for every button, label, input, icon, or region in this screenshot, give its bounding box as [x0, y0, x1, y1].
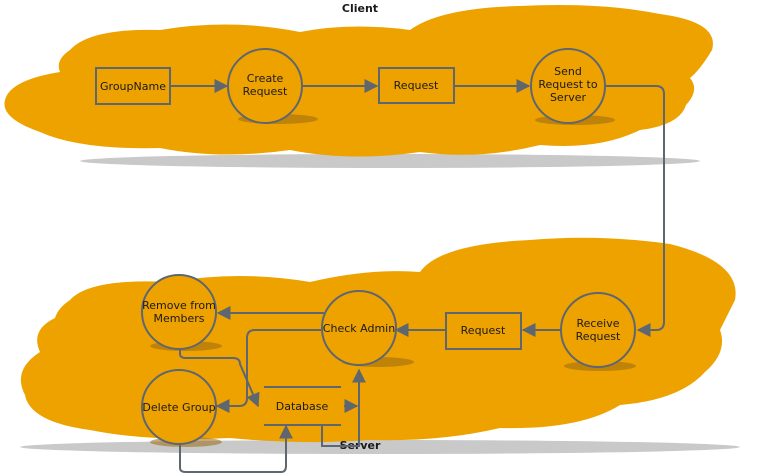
send-request-line2: Request to — [538, 78, 597, 91]
send-request-line3: Server — [550, 91, 587, 104]
receive-request-line2: Request — [576, 330, 621, 343]
create-request-line1: Create — [247, 72, 284, 85]
flow-connectors — [170, 79, 665, 473]
node-check-admin: Check Admin — [321, 290, 397, 366]
remove-members-line2: Members — [154, 312, 205, 325]
check-admin-label: Check Admin — [323, 322, 395, 335]
node-send-request: Send Request to Server — [530, 48, 606, 124]
node-client-request: Request — [378, 67, 455, 104]
receive-request-line1: Receive — [576, 317, 619, 330]
client-title: Client — [342, 2, 378, 15]
node-remove-members: Remove from Members — [141, 274, 217, 350]
create-request-line2: Request — [243, 85, 288, 98]
node-server-request: Request — [445, 312, 522, 350]
node-database: Database — [264, 386, 341, 426]
node-receive-request: Receive Request — [560, 292, 636, 368]
server-title: Server — [340, 439, 381, 452]
groupname-label: GroupName — [100, 80, 166, 93]
client-request-label: Request — [394, 79, 439, 92]
node-delete-group: Delete Group — [141, 369, 217, 445]
send-request-line1: Send — [554, 65, 582, 78]
database-label: Database — [276, 400, 329, 413]
remove-members-line1: Remove from — [142, 299, 216, 312]
node-create-request: Create Request — [227, 48, 303, 124]
delete-group-label: Delete Group — [142, 401, 215, 414]
client-cloud — [4, 5, 713, 168]
server-request-label: Request — [461, 324, 506, 337]
node-groupname: GroupName — [95, 67, 171, 105]
